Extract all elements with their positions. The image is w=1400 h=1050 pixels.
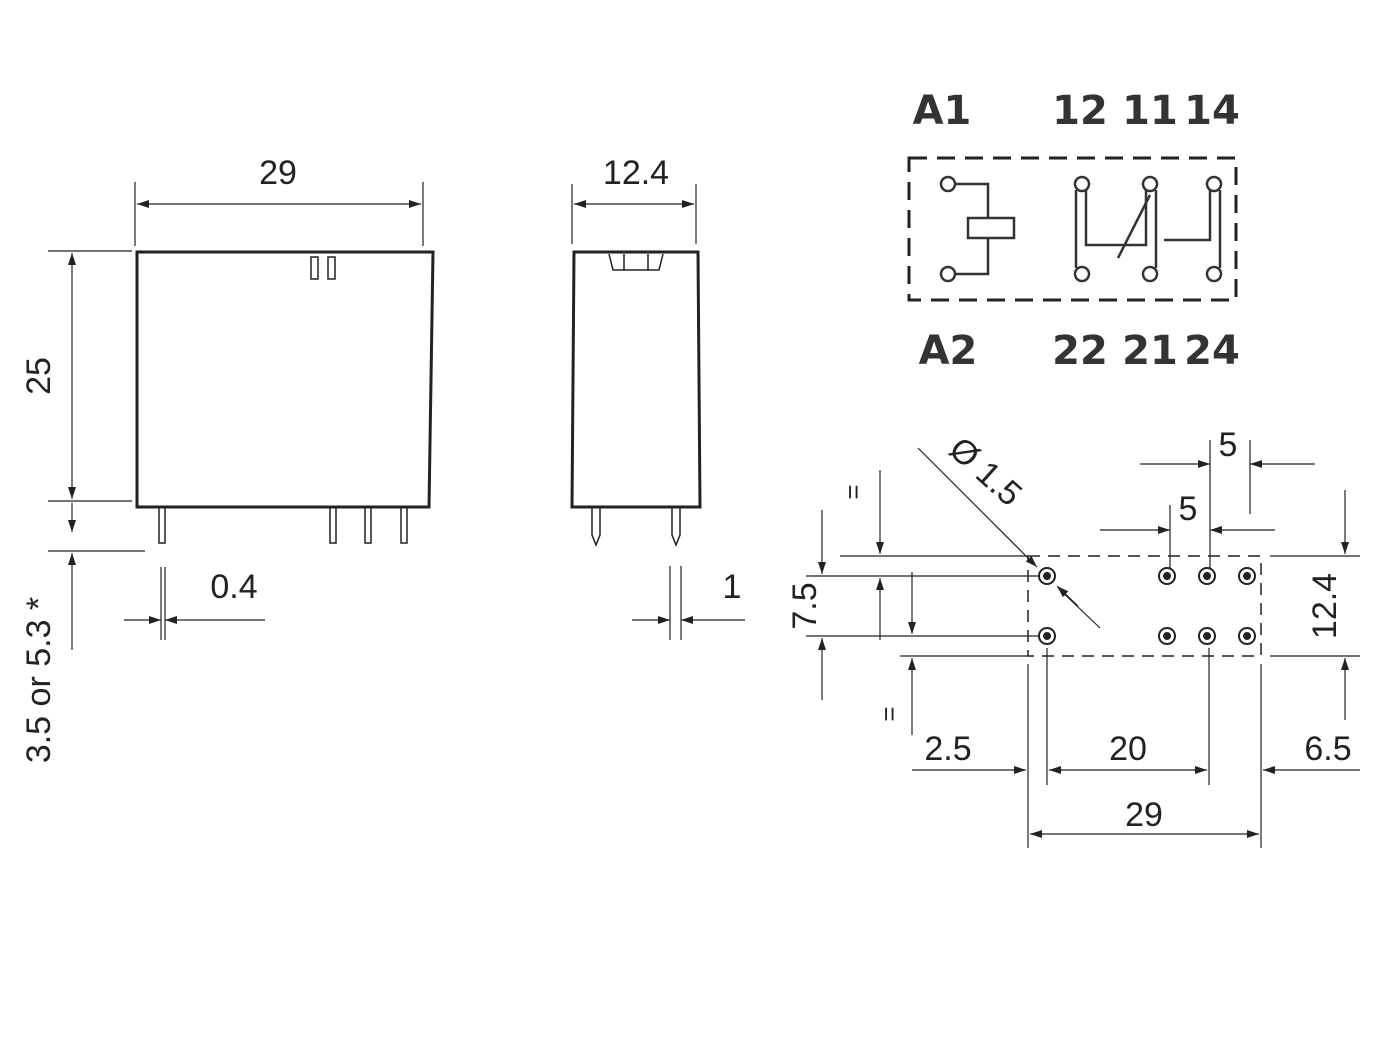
right-margin-label: 6.5 [1304,730,1351,768]
relay-schematic: A1 12 11 14 A2 22 21 24 [907,88,1240,374]
row-spacing-label: 7.5 [786,582,824,629]
contact-symbols [1073,175,1223,283]
equal-mark-top: = [838,484,868,499]
side-view: 12.4 1 [570,154,745,640]
pcb-layout: Ø 1.5 5 5 7.5 = = 12.4 [786,426,1360,848]
side-pin-width-label: 1 [723,568,742,606]
terminal-label-22: 22 [1052,328,1108,374]
terminal-label-12: 12 [1052,88,1108,134]
pitch-top-label: 5 [1219,426,1238,464]
coil-symbol [939,175,1016,283]
front-height-label: 25 [20,357,58,395]
hole-diameter-label: Ø 1.5 [942,430,1029,514]
front-view-body [135,250,435,509]
terminal-label-21: 21 [1122,328,1178,374]
front-pin-thickness-label: 0.4 [210,568,257,606]
pcb-height-label: 12.4 [1306,573,1344,639]
pcb-outline [1027,555,1262,657]
side-pin [591,507,601,548]
side-pin [671,507,681,548]
front-top-tab [310,256,319,280]
pitch-mid-label: 5 [1179,490,1198,528]
pcb-total-width-label: 29 [1125,796,1163,834]
pcb-holes [1038,567,1256,645]
front-view: 29 25 3.5 or 5.3 * 0.4 [20,154,435,763]
front-pins [158,506,408,544]
equal-mark-bottom: = [874,706,904,721]
front-top-tab [327,256,336,280]
side-depth-label: 12.4 [603,154,669,192]
front-width-label: 29 [259,154,297,192]
terminal-label-a1: A1 [913,88,972,134]
front-pin-length-label: 3.5 or 5.3 * [20,597,58,763]
terminal-label-14: 14 [1184,88,1240,134]
schematic-dashed-housing [907,156,1238,302]
side-view-body [570,250,702,509]
hole-span-label: 20 [1109,730,1147,768]
terminal-label-11: 11 [1122,88,1178,134]
terminal-label-a2: A2 [919,328,978,374]
terminal-label-24: 24 [1184,328,1240,374]
left-margin-label: 2.5 [924,730,971,768]
